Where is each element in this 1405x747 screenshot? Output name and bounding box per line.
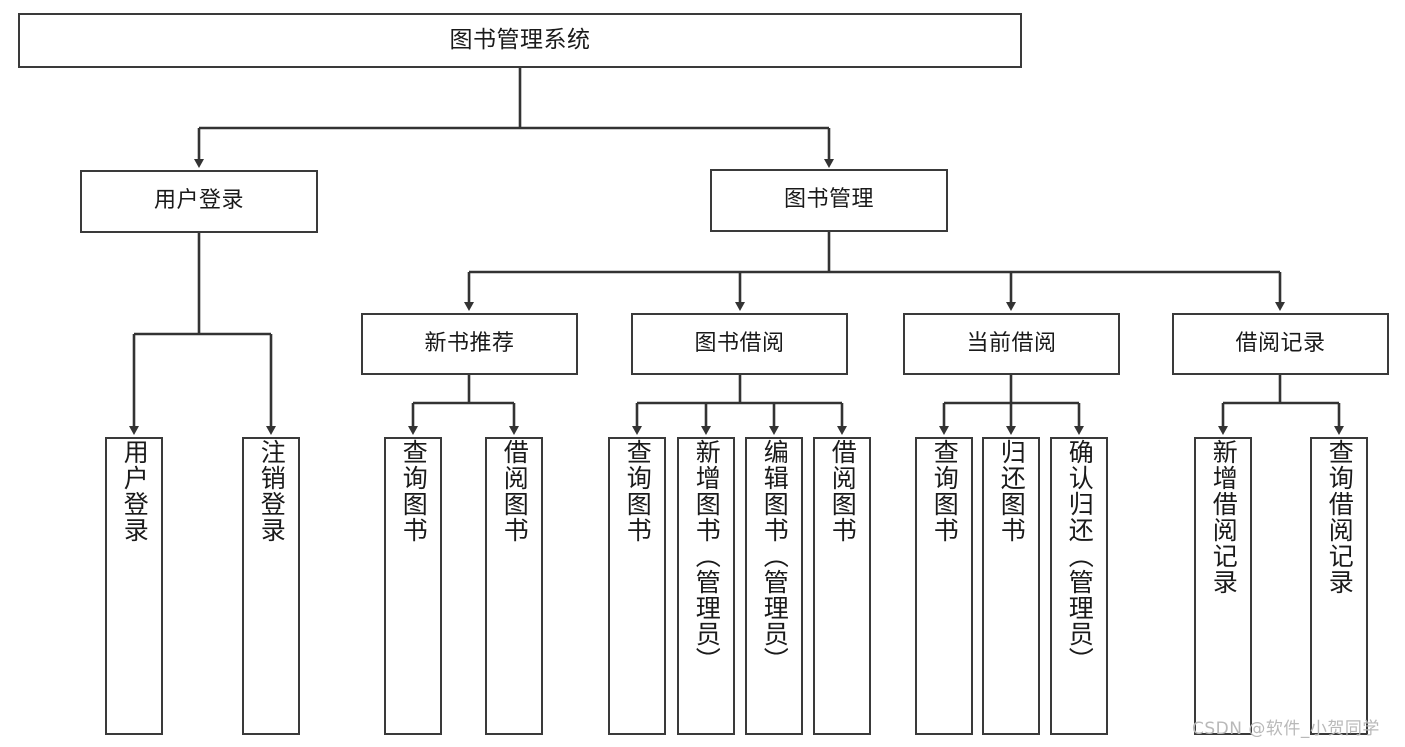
node-label: 注销登录 bbox=[257, 439, 287, 543]
node-label: 新增借阅记录 bbox=[1209, 439, 1239, 595]
leaf-current-return-book[interactable]: 归还图书 bbox=[982, 437, 1040, 735]
node-user-login[interactable]: 用户登录 bbox=[80, 170, 318, 233]
node-label: 图书借阅 bbox=[694, 330, 785, 356]
node-label: 借阅图书 bbox=[500, 439, 530, 543]
leaf-recommend-query-book[interactable]: 查询图书 bbox=[384, 437, 442, 735]
node-label: 查询借阅记录 bbox=[1325, 439, 1355, 595]
leaf-user-login-login[interactable]: 用户登录 bbox=[105, 437, 163, 735]
leaf-record-add-record[interactable]: 新增借阅记录 bbox=[1194, 437, 1252, 735]
leaf-current-confirm-return-admin[interactable]: 确认归还（管理员） bbox=[1050, 437, 1108, 735]
node-label: 借阅记录 bbox=[1235, 330, 1326, 356]
node-label: 图书管理 bbox=[783, 187, 874, 213]
leaf-borrow-edit-book-admin[interactable]: 编辑图书（管理员） bbox=[745, 437, 803, 735]
csdn-watermark: CSDN @软件_小贺同学 bbox=[1192, 719, 1380, 739]
node-label: 归还图书 bbox=[997, 439, 1027, 543]
node-label: 新增图书（管理员） bbox=[692, 439, 722, 673]
leaf-borrow-query-book[interactable]: 查询图书 bbox=[608, 437, 666, 735]
node-label: 图书管理系统 bbox=[449, 26, 591, 53]
leaf-user-login-logout[interactable]: 注销登录 bbox=[242, 437, 300, 735]
node-root-system[interactable]: 图书管理系统 bbox=[18, 13, 1022, 68]
node-label: 用户登录 bbox=[153, 188, 244, 214]
leaf-borrow-borrow-book[interactable]: 借阅图书 bbox=[813, 437, 871, 735]
leaf-recommend-borrow-book[interactable]: 借阅图书 bbox=[485, 437, 543, 735]
node-label: 新书推荐 bbox=[424, 330, 515, 356]
node-label: 编辑图书（管理员） bbox=[760, 439, 790, 673]
node-label: 查询图书 bbox=[930, 439, 960, 543]
leaf-borrow-add-book-admin[interactable]: 新增图书（管理员） bbox=[677, 437, 735, 735]
node-current-borrow[interactable]: 当前借阅 bbox=[903, 313, 1120, 375]
leaf-current-query-book[interactable]: 查询图书 bbox=[915, 437, 973, 735]
node-label: 借阅图书 bbox=[828, 439, 858, 543]
node-book-management[interactable]: 图书管理 bbox=[710, 169, 948, 232]
node-borrow-record[interactable]: 借阅记录 bbox=[1172, 313, 1389, 375]
node-book-borrow[interactable]: 图书借阅 bbox=[631, 313, 848, 375]
node-label: 用户登录 bbox=[120, 439, 150, 543]
leaf-record-query-record[interactable]: 查询借阅记录 bbox=[1310, 437, 1368, 735]
node-new-book-recommend[interactable]: 新书推荐 bbox=[361, 313, 578, 375]
node-label: 查询图书 bbox=[623, 439, 653, 543]
node-label: 当前借阅 bbox=[966, 330, 1057, 356]
node-label: 确认归还（管理员） bbox=[1065, 439, 1095, 673]
node-label: 查询图书 bbox=[399, 439, 429, 543]
